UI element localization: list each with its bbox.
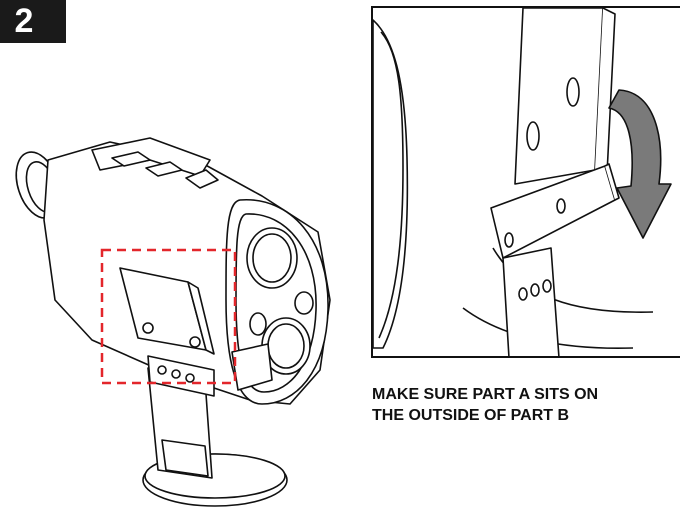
direction-arrow [608, 89, 672, 239]
detail-view [371, 6, 680, 358]
highlight-frame [100, 248, 237, 385]
mount-plate-upper [514, 8, 604, 185]
instruction-line-2: THE OUTSIDE OF PART B [372, 407, 570, 424]
device-illustration [15, 137, 331, 507]
instruction-note: MAKE SURE PART A SITS ON THE OUTSIDE OF … [372, 384, 680, 426]
stand-arm [502, 247, 560, 356]
instruction-line-1: MAKE SURE PART A SITS ON [372, 386, 599, 403]
step-badge: 2 [0, 0, 66, 43]
step-number: 2 [14, 2, 34, 40]
